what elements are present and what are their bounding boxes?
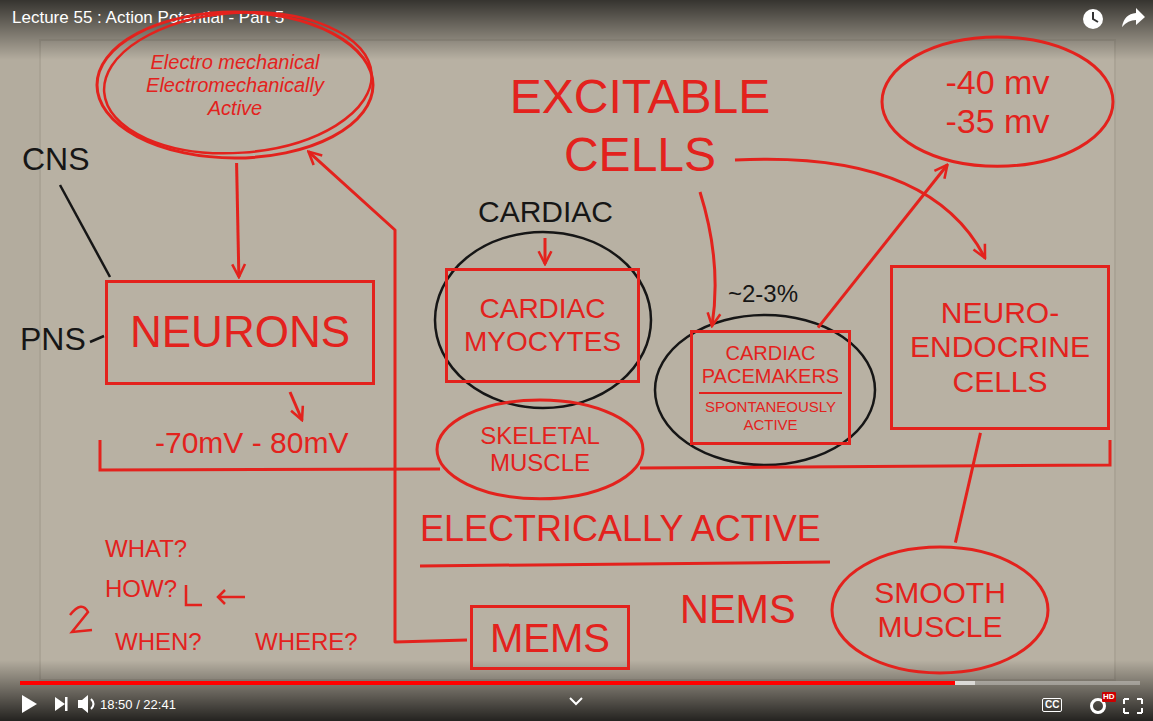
- watch-later-icon: [1093, 12, 1098, 22]
- node-text: SKELETAL MUSCLE: [471, 422, 609, 477]
- pointer-arrow: [700, 192, 715, 326]
- volume-icon: [78, 695, 88, 713]
- pacemaker-ring: [655, 315, 875, 465]
- node-text: SMOOTH MUSCLE: [870, 576, 1010, 645]
- chevron-icon: [570, 698, 582, 704]
- connector-arrow: [955, 433, 980, 543]
- node-outline: [832, 547, 1048, 673]
- board-panel: [40, 40, 1115, 680]
- leader-line: [60, 185, 110, 277]
- share-icon: [1122, 8, 1145, 27]
- cell-box: NEURONS: [105, 280, 375, 385]
- volume-icon: [91, 699, 94, 709]
- cardiac-ring: [435, 232, 651, 408]
- cell-box: CARDIAC MYOCYTES: [445, 268, 640, 383]
- watch-later-icon: [1083, 9, 1103, 29]
- node-outline: [99, 4, 376, 162]
- node-text: CARDIAC MYOCYTES: [456, 293, 629, 357]
- question-note: WHAT?: [105, 535, 187, 564]
- scribble: [70, 607, 92, 632]
- node-outline: [437, 400, 643, 499]
- heading-text: EXCITABLE CELLS: [480, 68, 800, 183]
- quality-badge: HD: [1102, 692, 1116, 702]
- node-outline: [882, 37, 1113, 166]
- question-note: HOW?: [105, 575, 177, 604]
- fullscreen-icon: [1124, 699, 1142, 713]
- node-text: NEURO-ENDOCRINE CELLS: [901, 296, 1099, 400]
- group-label: ELECTRICALLY ACTIVE: [420, 507, 821, 550]
- node-text: NEURONS: [118, 307, 362, 358]
- cell-ellipse: SMOOTH MUSCLE: [830, 545, 1050, 675]
- time-display: 18:50 / 22:41: [100, 697, 176, 713]
- system-box: MEMS: [470, 605, 630, 670]
- node-text: CARDIAC PACEMAKERS: [699, 342, 842, 388]
- progress-track: [20, 681, 1140, 685]
- question-note: WHEN?: [115, 628, 202, 657]
- cell-ellipse: SKELETAL MUSCLE: [435, 398, 645, 501]
- connector-arrow: [237, 163, 239, 277]
- underline: [420, 562, 830, 566]
- system-label: CNS: [22, 140, 90, 178]
- scribble: [218, 590, 245, 604]
- pointer-arrow: [290, 392, 302, 420]
- system-label: NEMS: [680, 585, 796, 633]
- progress-buffer: [955, 681, 975, 685]
- voltage-note: -70mV - 80mV: [155, 425, 348, 461]
- scribble: [186, 585, 202, 605]
- connector-arrow: [818, 165, 947, 328]
- connector-arrow: [308, 152, 467, 642]
- node-subtext: Electromechanically Active: [135, 74, 335, 120]
- pointer-arrow: [735, 159, 985, 258]
- node-text: MEMS: [481, 615, 619, 661]
- concept-ellipse: Electro mechanicalElectromechanically Ac…: [95, 10, 375, 160]
- play-icon: [22, 695, 37, 713]
- progress-played: [20, 681, 955, 685]
- captions-badge: CC: [1042, 698, 1062, 712]
- voltage-ellipse: -40 mv -35 mv: [880, 35, 1115, 168]
- cell-box: NEURO-ENDOCRINE CELLS: [890, 265, 1110, 430]
- question-note: WHERE?: [255, 628, 358, 657]
- next-icon: [55, 697, 65, 711]
- next-icon: [65, 697, 68, 711]
- group-label: CARDIAC: [478, 194, 613, 230]
- node-text: -40 mv -35 mv: [930, 63, 1065, 141]
- system-label: PNS: [20, 320, 86, 358]
- node-text: Electro mechanical: [135, 51, 335, 74]
- pointer-arrow: [544, 238, 547, 264]
- cell-box: CARDIAC PACEMAKERSSPONTANEOUSLY ACTIVE: [690, 330, 851, 445]
- node-subtext: SPONTANEOUSLY ACTIVE: [699, 392, 842, 433]
- leader-line: [90, 336, 104, 342]
- percent-note: ~2-3%: [728, 280, 798, 309]
